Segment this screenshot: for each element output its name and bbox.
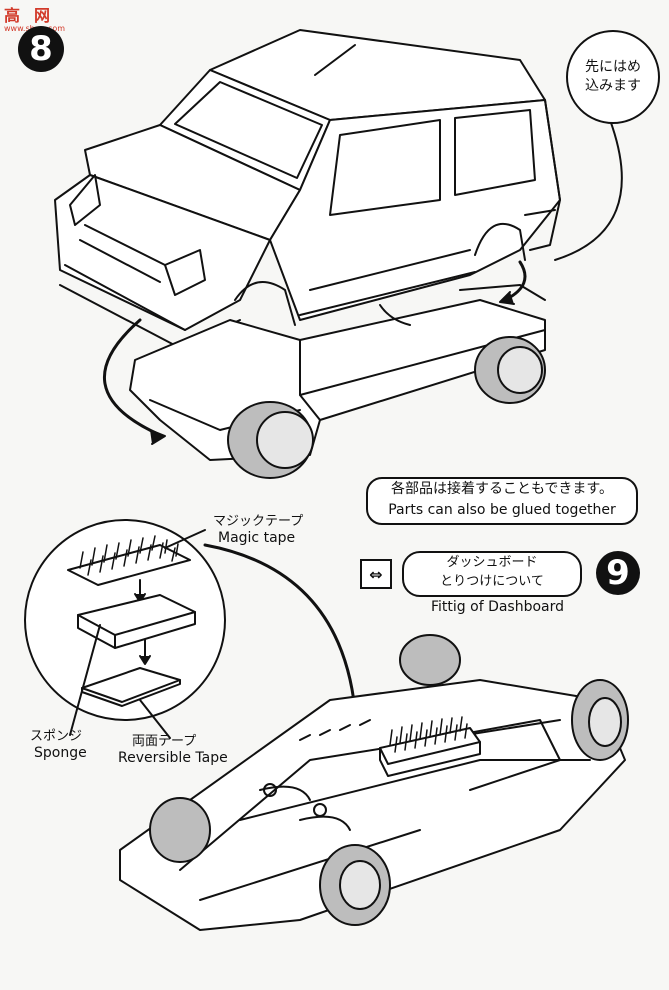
magic-tape-label-en: Magic tape bbox=[218, 530, 296, 546]
chassis-drawing bbox=[129, 284, 546, 479]
note-en: Parts can also be glued together bbox=[388, 502, 616, 518]
reversible-tape-label-jp: 両面テープ bbox=[132, 734, 197, 749]
callout-line-2: 込みます bbox=[585, 78, 641, 94]
step-9-badge: 9 bbox=[596, 551, 640, 595]
dashboard-chassis-drawing bbox=[119, 634, 629, 931]
watermark-brand: 高 bbox=[4, 6, 21, 25]
magic-tape-label-jp: マジックテープ bbox=[213, 514, 304, 529]
note-jp: 各部品は接着することもできます。 bbox=[390, 481, 614, 497]
watermark-brand-2: 网 bbox=[34, 6, 51, 25]
join-arrows-icon: ⇔ bbox=[360, 559, 392, 589]
step-9-title-en: Fittig of Dashboard bbox=[431, 599, 565, 615]
car-body-drawing bbox=[54, 29, 561, 349]
step-9-title-jp-2: とりつけについて bbox=[440, 574, 544, 589]
sponge-label-en: Sponge bbox=[34, 745, 87, 761]
step-8-callout: 先にはめ 込みます bbox=[566, 30, 660, 124]
callout-line-1: 先にはめ bbox=[585, 59, 641, 75]
reversible-tape-label-en: Reversible Tape bbox=[118, 750, 228, 766]
curved-arrow-icon bbox=[102, 318, 162, 437]
glue-note-box: 各部品は接着することもできます。 Parts can also be glued… bbox=[366, 477, 638, 525]
step-9-title-jp-1: ダッシュボード bbox=[446, 555, 538, 570]
step-9-title-box: ダッシュボード とりつけについて bbox=[402, 551, 582, 597]
step-8-badge: 8 bbox=[18, 26, 64, 72]
sponge-label-jp: スポンジ bbox=[30, 729, 83, 744]
